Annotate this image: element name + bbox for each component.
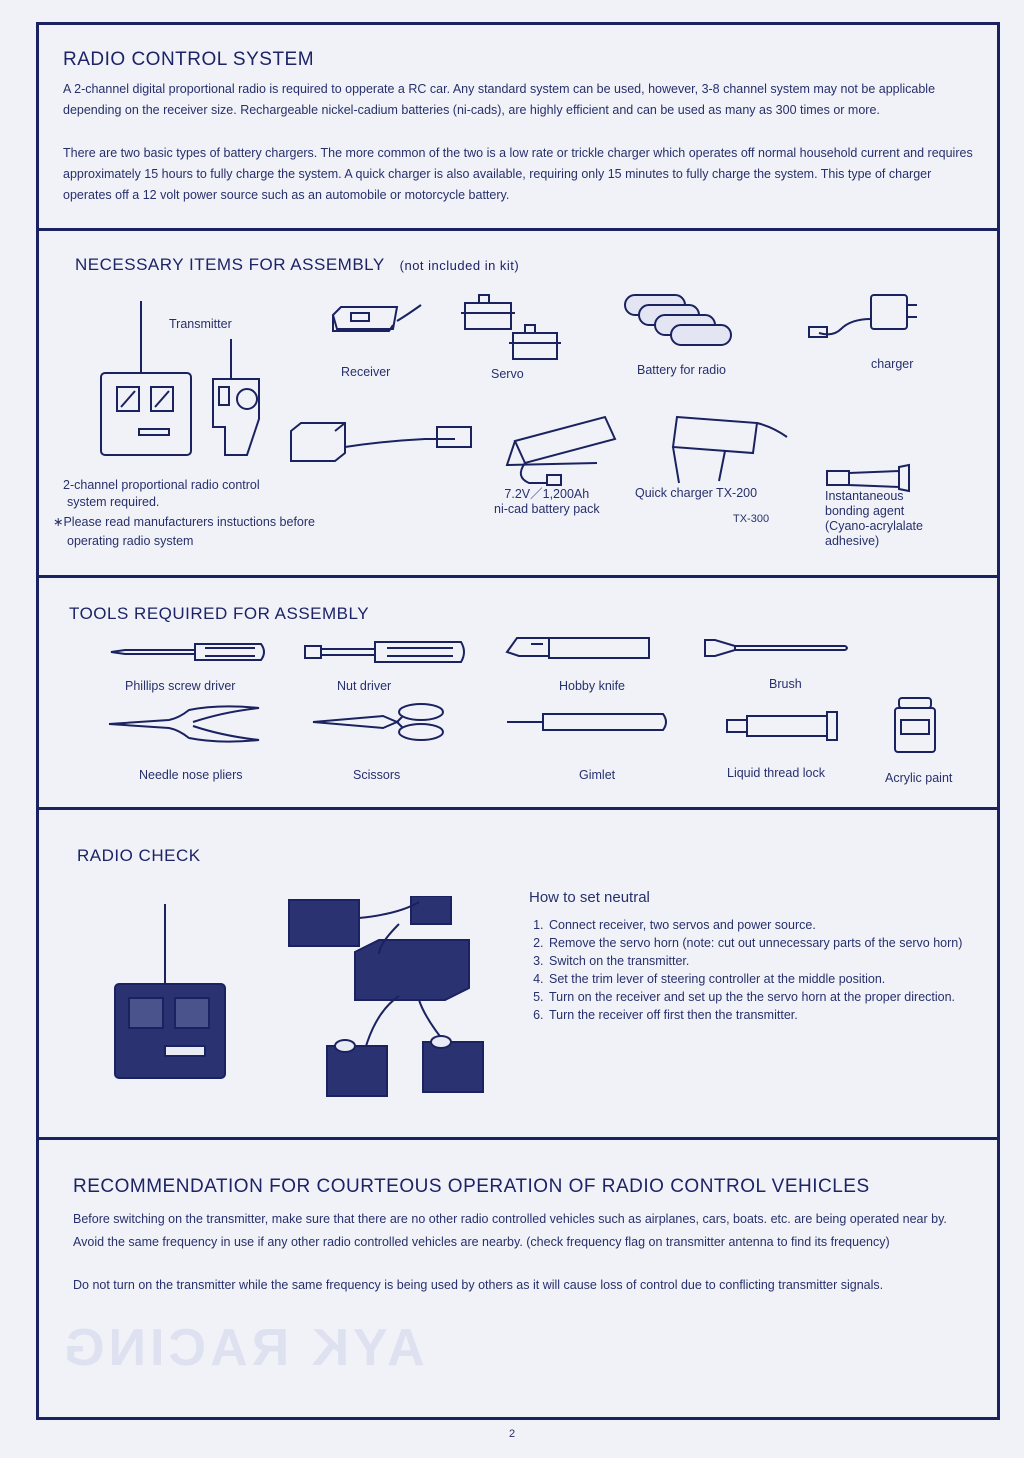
radio-requirement-note: 2-channel proportional radio control sys… bbox=[63, 477, 260, 511]
battery-box-illustration bbox=[287, 417, 487, 477]
bonding-agent-illustration bbox=[823, 463, 923, 495]
bonding-agent-line-3: (Cyano-acrylalate bbox=[825, 519, 923, 533]
charger-illustration bbox=[805, 279, 925, 349]
bonding-agent-line-1: Instantaneous bbox=[825, 489, 904, 503]
phillips-screwdriver-illustration bbox=[109, 640, 269, 664]
hobby-knife-label: Hobby knife bbox=[559, 679, 626, 693]
liquid-thread-lock-illustration bbox=[725, 708, 845, 744]
manufacturer-instructions-line-1: ∗Please read manufacturers instuctions b… bbox=[53, 515, 315, 529]
needle-nose-pliers-label: Needle nose pliers bbox=[139, 768, 243, 782]
scissors-label: Scissors bbox=[353, 768, 401, 782]
necessary-items-heading: NECESSARY ITEMS FOR ASSEMBLY bbox=[75, 255, 385, 274]
servo-illustration bbox=[459, 289, 569, 369]
quick-charger-label: Quick charger TX-200 bbox=[635, 486, 758, 500]
transmitter-label: Transmitter bbox=[169, 317, 232, 331]
nicad-pack-label: 7.2V／1,200Ah ni-cad battery pack bbox=[494, 483, 600, 516]
manufacturer-instructions-line-2: operating radio system bbox=[67, 534, 194, 548]
radio-battery-label: Battery for radio bbox=[637, 363, 726, 377]
receiver-illustration bbox=[329, 301, 429, 351]
radio-requirement-line-1: 2-channel proportional radio control bbox=[63, 478, 260, 492]
radio-check-title: RADIO CHECK bbox=[77, 846, 201, 865]
neutral-step-5: Turn on the receiver and set up the the … bbox=[547, 988, 987, 1006]
nicad-pack-type: ni-cad battery pack bbox=[494, 502, 600, 516]
nicad-pack-spec: 7.2V／1,200Ah bbox=[504, 487, 590, 501]
necessary-items-title: NECESSARY ITEMS FOR ASSEMBLY (not includ… bbox=[75, 255, 519, 275]
nut-driver-illustration bbox=[303, 638, 473, 666]
servo-label: Servo bbox=[491, 367, 524, 381]
manufacturer-instructions-note: ∗Please read manufacturers instuctions b… bbox=[53, 513, 315, 551]
necessary-items-section: NECESSARY ITEMS FOR ASSEMBLY (not includ… bbox=[39, 231, 997, 578]
scissors-illustration bbox=[311, 702, 461, 742]
brush-label: Brush bbox=[769, 677, 802, 691]
recommendation-para-1: Before switching on the transmitter, mak… bbox=[73, 1212, 947, 1249]
phillips-screwdriver-label: Phillips screw driver bbox=[125, 679, 236, 693]
gimlet-label: Gimlet bbox=[579, 768, 616, 782]
neutral-steps-list: Connect receiver, two servos and power s… bbox=[529, 916, 987, 1024]
tools-title: TOOLS REQUIRED FOR ASSEMBLY bbox=[69, 604, 370, 623]
neutral-step-1: Connect receiver, two servos and power s… bbox=[547, 916, 987, 934]
neutral-step-4: Set the trim lever of steering controlle… bbox=[547, 970, 987, 988]
bonding-agent-label: Instantaneous bonding agent (Cyano-acryl… bbox=[825, 489, 923, 549]
bonding-agent-line-2: bonding agent bbox=[825, 504, 905, 518]
receiver-label: Receiver bbox=[341, 365, 391, 379]
nut-driver-label: Nut driver bbox=[337, 679, 392, 693]
radio-control-para-1: A 2-channel digital proportional radio i… bbox=[63, 82, 936, 117]
charger-label: charger bbox=[871, 357, 914, 371]
radio-control-section: RADIO CONTROL SYSTEM A 2-channel digital… bbox=[39, 25, 997, 231]
recommendation-para-2: Do not turn on the transmitter while the… bbox=[73, 1278, 884, 1292]
radio-control-para-2: There are two basic types of battery cha… bbox=[63, 146, 973, 202]
tools-section: TOOLS REQUIRED FOR ASSEMBLY Phillips scr… bbox=[39, 578, 997, 810]
liquid-thread-lock-label: Liquid thread lock bbox=[727, 766, 825, 780]
quick-charger-illustration bbox=[665, 407, 795, 487]
bonding-agent-line-4: adhesive) bbox=[825, 534, 880, 548]
radio-control-title: RADIO CONTROL SYSTEM bbox=[63, 49, 315, 70]
hobby-knife-illustration bbox=[505, 634, 655, 664]
radio-check-section: RADIO CHECK bbox=[39, 810, 997, 1140]
page-number: 2 bbox=[508, 1428, 516, 1440]
gimlet-illustration bbox=[505, 710, 675, 734]
neutral-step-2: Remove the servo horn (note: cut out unn… bbox=[547, 934, 987, 952]
brush-illustration bbox=[703, 636, 853, 660]
acrylic-paint-illustration bbox=[891, 696, 941, 756]
nicad-pack-illustration bbox=[495, 409, 625, 489]
recommendation-section: RECOMMENDATION FOR COURTEOUS OPERATION O… bbox=[39, 1140, 997, 1417]
how-to-set-neutral-title: How to set neutral bbox=[529, 889, 650, 906]
transmitter-illustration bbox=[95, 299, 315, 459]
neutral-step-6: Turn the receiver off first then the tra… bbox=[547, 1006, 987, 1024]
page-frame: RADIO CONTROL SYSTEM A 2-channel digital… bbox=[36, 22, 1000, 1420]
acrylic-paint-label: Acrylic paint bbox=[885, 771, 953, 785]
radio-check-wiring-illustration bbox=[99, 896, 499, 1116]
necessary-items-note: (not included in kit) bbox=[399, 258, 520, 273]
radio-requirement-line-2: system required. bbox=[67, 495, 160, 509]
tx300-label: TX-300 bbox=[733, 513, 770, 525]
recommendation-title: RECOMMENDATION FOR COURTEOUS OPERATION O… bbox=[73, 1176, 870, 1197]
radio-battery-illustration bbox=[619, 291, 739, 351]
needle-nose-pliers-illustration bbox=[105, 704, 265, 744]
neutral-step-3: Switch on the transmitter. bbox=[547, 952, 987, 970]
